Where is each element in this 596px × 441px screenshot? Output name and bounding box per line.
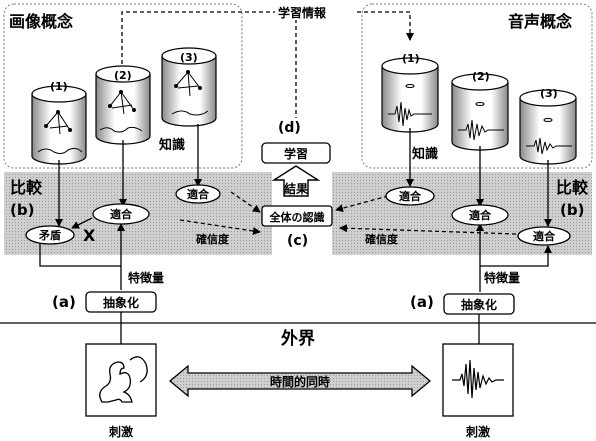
world-label: 外界 <box>281 328 315 349</box>
recognition-tag: (c) <box>287 233 308 249</box>
simultaneity-label: 時間的同時 <box>270 374 330 389</box>
left-knowledge-label: 知識 <box>159 137 185 153</box>
image-concept-cylinder-3: (3) <box>162 48 216 126</box>
learning-info-label: 学習情報 <box>278 5 327 20</box>
left-confidence-label: 確信度 <box>196 232 230 246</box>
right-compare-label: 比較 <box>556 178 589 197</box>
left-stimulus-label: 刺激 <box>108 424 133 439</box>
svg-text:適合: 適合 <box>533 229 556 243</box>
recognition-label: 全体の認識 <box>269 210 325 224</box>
svg-text:(3): (3) <box>540 87 558 100</box>
svg-text:矛盾: 矛盾 <box>38 228 61 242</box>
learning-label: 学習 <box>284 146 308 161</box>
sound-concept-cylinder-1: (1) <box>382 52 438 132</box>
svg-text:(2): (2) <box>114 69 132 82</box>
learning-tag: (d) <box>278 120 301 136</box>
svg-text:(1): (1) <box>50 80 68 93</box>
sound-concept-title: 音声概念 <box>508 12 573 31</box>
right-abstraction-tag: (a) <box>410 293 434 311</box>
svg-text:(2): (2) <box>472 70 490 83</box>
right-stimulus-label: 刺激 <box>465 424 490 439</box>
svg-text:適合: 適合 <box>399 189 422 203</box>
sound-stimulus <box>443 344 513 416</box>
image-stimulus <box>86 344 156 416</box>
image-concept-cylinder-2: (2) <box>96 66 150 144</box>
right-feature-label: 特徴量 <box>484 270 520 285</box>
svg-text:抽象化: 抽象化 <box>461 297 497 312</box>
svg-text:適合: 適合 <box>187 187 210 201</box>
left-feature-label: 特徴量 <box>128 270 164 285</box>
left-compare-tag: (b) <box>10 201 34 219</box>
left-compare-label: 比較 <box>10 178 43 197</box>
svg-text:抽象化: 抽象化 <box>103 295 139 310</box>
result-label: 結果 <box>284 181 308 196</box>
right-compare-tag: (b) <box>560 201 584 219</box>
sound-concept-cylinder-3: (3) <box>520 87 576 164</box>
right-knowledge-label: 知識 <box>412 146 438 162</box>
right-confidence-label: 確信度 <box>365 232 399 246</box>
image-concept-cylinder-1: (1) <box>32 80 86 164</box>
left-abstraction-tag: (a) <box>52 293 76 311</box>
image-concept-title: 画像概念 <box>9 12 74 31</box>
svg-text:適合: 適合 <box>469 208 492 222</box>
contradiction-cross: X <box>83 226 96 245</box>
svg-text:適合: 適合 <box>110 207 133 221</box>
svg-text:(1): (1) <box>402 52 420 65</box>
svg-text:(3): (3) <box>180 51 198 64</box>
sound-concept-cylinder-2: (2) <box>452 70 508 150</box>
